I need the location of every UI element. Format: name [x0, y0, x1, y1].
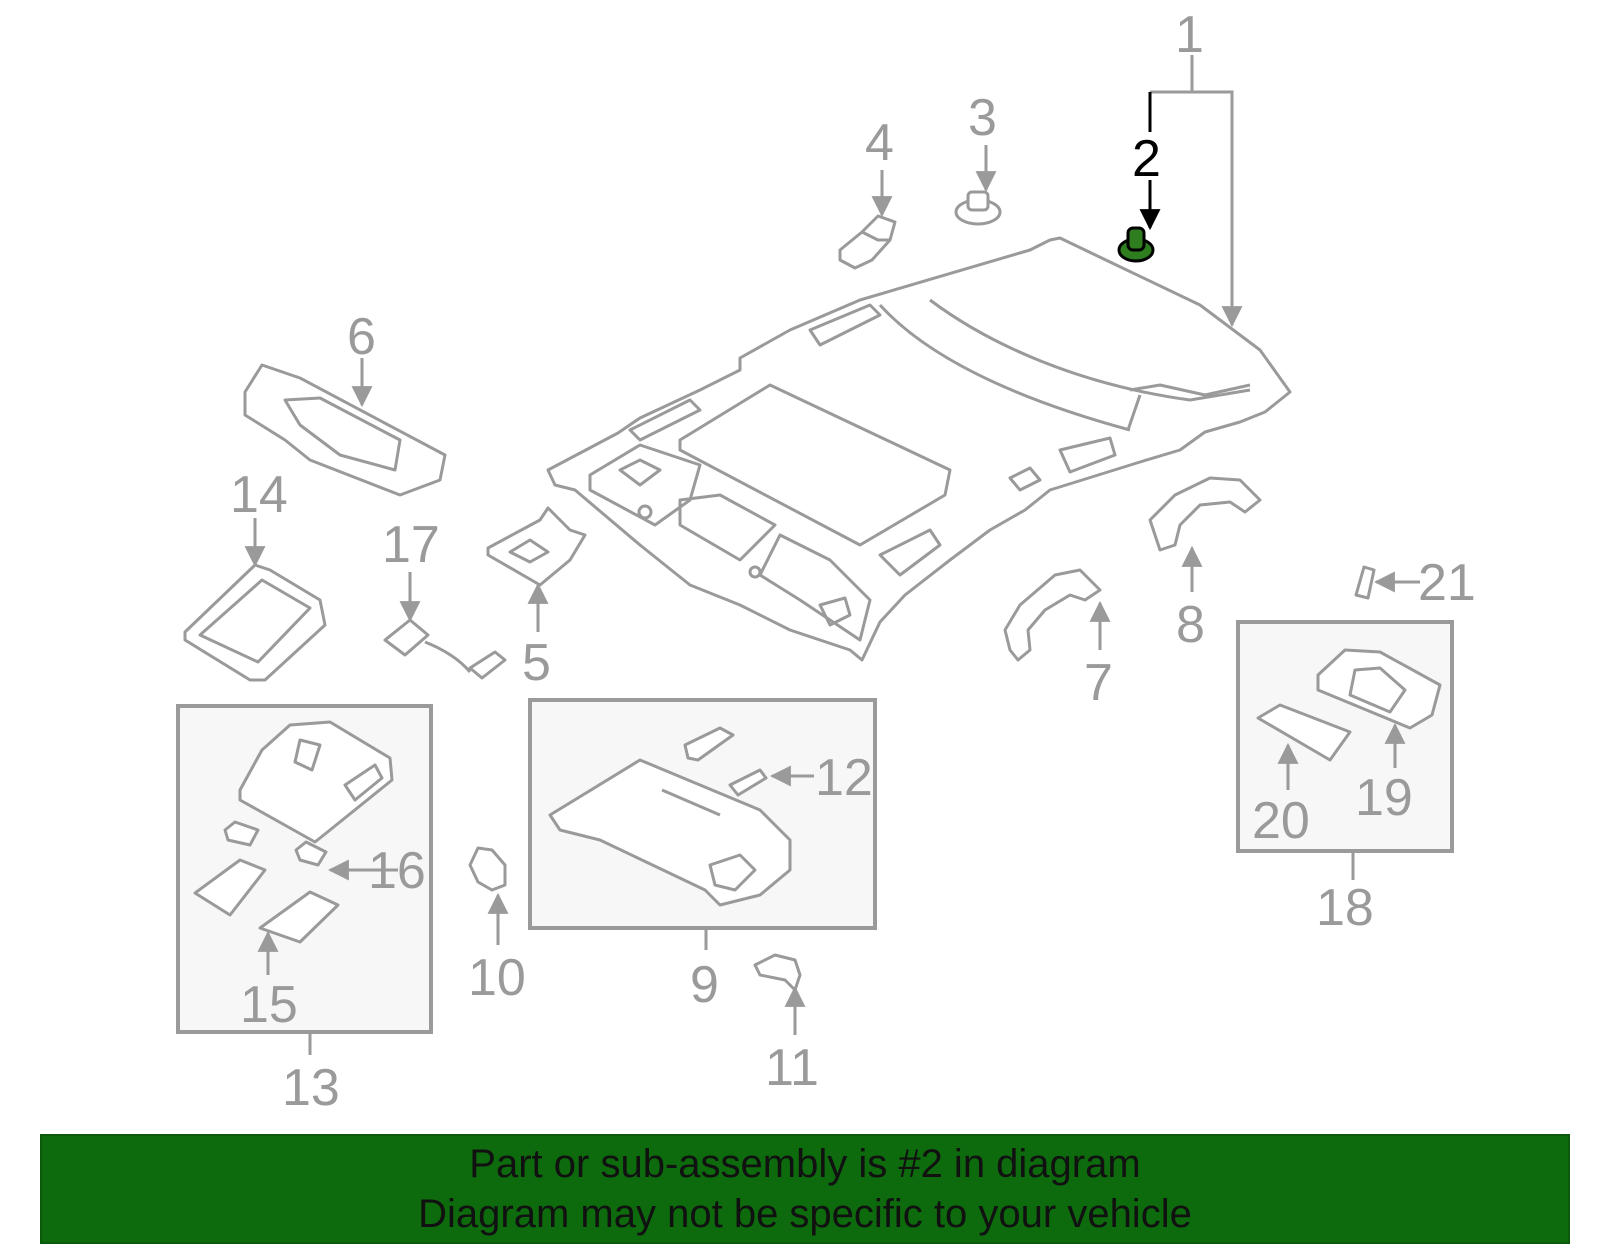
banner-line-2: Diagram may not be specific to your vehi… [418, 1192, 1192, 1236]
part-12-visor-clip[interactable] [683, 726, 735, 762]
callout-13: 13 [282, 1059, 340, 1117]
part-6-rear-console[interactable] [243, 363, 447, 497]
banner-line-1: Part or sub-assembly is #2 in diagram [469, 1142, 1141, 1186]
callout-20: 20 [1252, 792, 1310, 850]
callout-19: 19 [1355, 769, 1413, 827]
part-15-cover[interactable] [258, 890, 340, 944]
part-13-map-lamp[interactable] [238, 720, 394, 844]
callout-11: 11 [765, 1039, 819, 1097]
callout-8: 8 [1176, 596, 1205, 654]
part-16-lens[interactable] [294, 840, 328, 867]
info-banner: Part or sub-assembly is #2 in diagram Di… [40, 1134, 1570, 1244]
part-11-bracket[interactable] [753, 953, 802, 992]
part-13-lamp-lens[interactable] [223, 820, 260, 847]
part-4-bracket[interactable] [838, 214, 897, 270]
part-14-lamp-frame[interactable] [183, 563, 327, 682]
part-13-switch-cover[interactable] [193, 858, 267, 917]
part-12-visor-clip-small[interactable] [728, 768, 768, 797]
callout-21: 21 [1418, 554, 1476, 612]
callout-16: 16 [368, 842, 426, 900]
callout-14: 14 [230, 466, 288, 524]
callout-1: 1 [1175, 6, 1204, 64]
part-18-overhead-console[interactable] [1316, 648, 1442, 730]
part-10-visor-holder[interactable] [468, 846, 507, 892]
part-3-grommet[interactable] [954, 190, 1002, 226]
callout-3: 3 [968, 89, 997, 147]
callout-9: 9 [690, 956, 719, 1014]
callout-2: 2 [1132, 130, 1161, 188]
callout-5: 5 [522, 634, 551, 692]
callout-4: 4 [865, 114, 894, 172]
callout-6: 6 [347, 308, 376, 366]
callout-10: 10 [468, 949, 526, 1007]
part-8-grab-handle[interactable] [1148, 476, 1262, 552]
part-17-lamp-wire[interactable] [383, 618, 507, 680]
callout-17: 17 [382, 516, 440, 574]
part-20-lens[interactable] [1256, 703, 1352, 762]
part-7-grab-handle[interactable] [1003, 568, 1102, 662]
part-2-clip-highlighted[interactable] [1117, 226, 1155, 263]
part-5-plate[interactable] [486, 506, 587, 587]
part-21-bulb[interactable] [1354, 565, 1376, 600]
callout-7: 7 [1084, 654, 1113, 712]
callout-15: 15 [240, 976, 298, 1034]
callout-18: 18 [1316, 879, 1374, 937]
callout-12: 12 [815, 749, 873, 807]
part-9-sun-visor[interactable] [548, 758, 792, 907]
part-1-headliner[interactable] [546, 236, 1292, 662]
leader-lines [244, 55, 1420, 1055]
